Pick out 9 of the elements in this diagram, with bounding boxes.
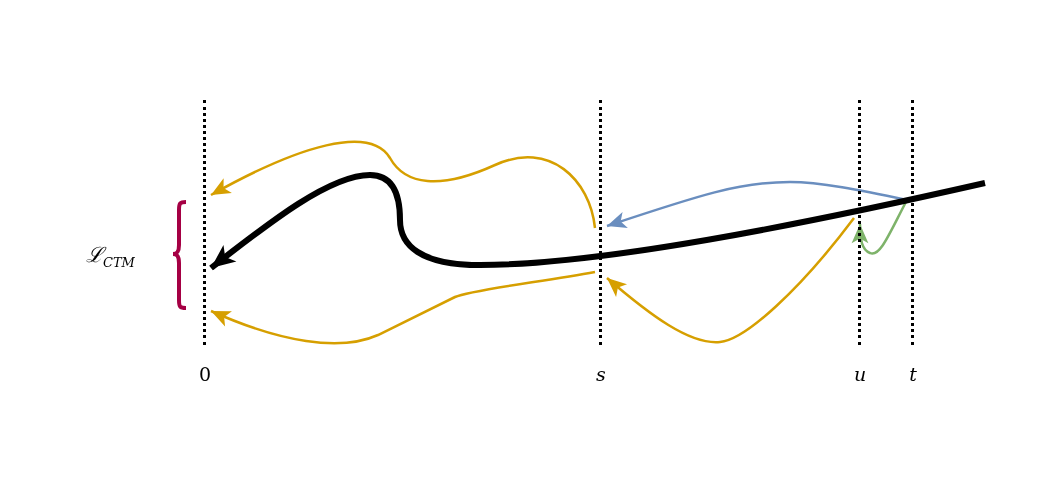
time-label: t: [908, 363, 918, 385]
arrow: [210, 270, 596, 345]
arrow: [209, 172, 986, 271]
time-label: u: [852, 363, 868, 385]
arrow: [210, 140, 597, 229]
time-label: 0: [197, 363, 213, 385]
loss-label: ℒ$_{CTM}$: [86, 242, 135, 271]
arrow: [606, 217, 855, 344]
time-label: s: [595, 363, 607, 385]
